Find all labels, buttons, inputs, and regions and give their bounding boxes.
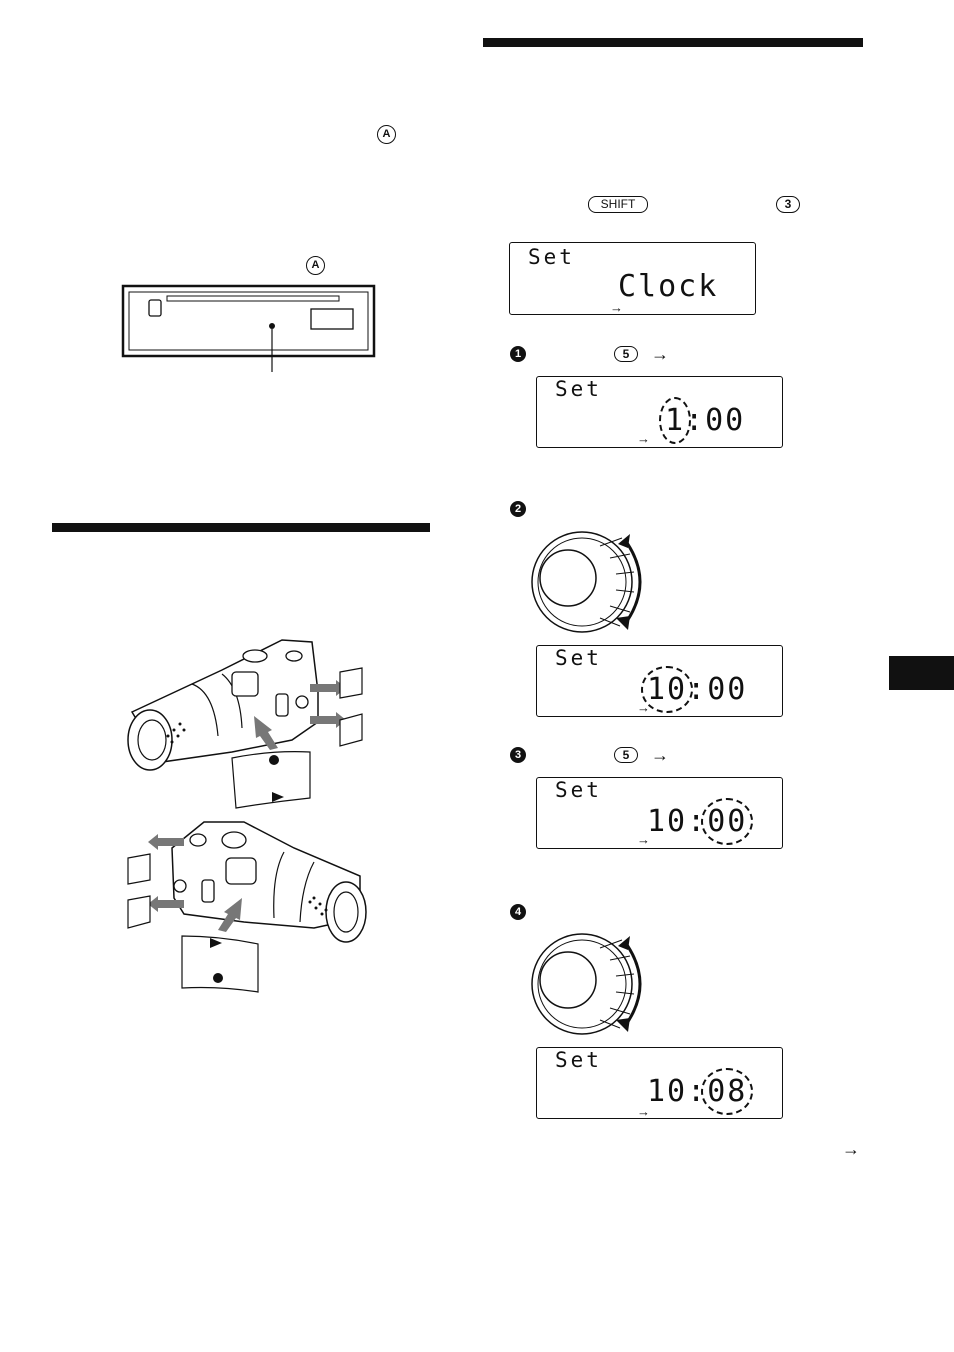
- blinking-minutes: 08: [701, 1068, 754, 1115]
- lcd-top-text: Set: [555, 778, 602, 802]
- step-3-number: 3: [510, 747, 526, 763]
- blinking-hour: 1: [659, 397, 692, 444]
- marker-a-icon: A: [306, 256, 325, 275]
- hour: 10: [647, 804, 688, 839]
- blinking-minutes: 00: [701, 798, 754, 845]
- time-separator: :: [687, 804, 708, 839]
- lcd-display-step-1: Set 1:00 →: [536, 376, 783, 448]
- shift-key: SHIFT: [588, 196, 648, 213]
- arrow-icon: →: [651, 344, 669, 364]
- lcd-display-step-4: Set 10:08 →: [536, 1047, 783, 1119]
- lcd-arrow-icon: →: [637, 832, 650, 847]
- key-3: 3: [776, 196, 800, 213]
- lcd-time: 10:00: [647, 798, 754, 845]
- key-5-step-3: 5: [614, 747, 638, 763]
- lcd-display-step-2: Set 10:00 →: [536, 645, 783, 717]
- time-separator: :: [687, 1074, 708, 1109]
- step-2-number: 2: [510, 501, 526, 517]
- lcd-top-text: Set: [555, 1048, 602, 1072]
- rotary-knob-illustration: [531, 531, 642, 633]
- continue-arrow-icon: →: [842, 1139, 860, 1159]
- lcd-time: 10:08: [647, 1068, 754, 1115]
- key-5-step-1: 5: [614, 346, 638, 362]
- time-separator: :: [687, 672, 708, 707]
- step-1-number: 1: [510, 346, 526, 362]
- hour: 10: [647, 1074, 688, 1109]
- minutes: 00: [707, 672, 748, 707]
- arrow-icon: →: [651, 745, 669, 765]
- lcd-display-step-3: Set 10:00 →: [536, 777, 783, 849]
- side-tab-marker: [889, 656, 954, 690]
- lcd-top-text: Set: [555, 377, 602, 401]
- lcd-arrow-icon: →: [637, 700, 650, 715]
- section-rule-right: [483, 38, 863, 47]
- lcd-top-text: Set: [528, 245, 575, 269]
- rotary-knob-illustration: [531, 933, 642, 1035]
- blinking-hour: 10: [641, 666, 694, 713]
- lcd-arrow-icon: →: [637, 1104, 650, 1119]
- lcd-display-initial: Set Clock →: [509, 242, 756, 315]
- lcd-main-text: Clock: [618, 269, 719, 304]
- rotary-commander-illustration-top: [127, 639, 363, 809]
- front-panel-illustration: [121, 284, 376, 372]
- lcd-top-text: Set: [555, 646, 602, 670]
- minutes: 00: [705, 403, 746, 438]
- marker-a-icon: A: [377, 125, 396, 144]
- lcd-arrow-icon: →: [610, 300, 623, 315]
- lcd-time: 1:00: [659, 397, 746, 444]
- rotary-commander-illustration-bottom: [127, 821, 367, 993]
- section-rule-left: [52, 523, 430, 532]
- step-4-number: 4: [510, 904, 526, 920]
- lcd-time: 10:00: [641, 666, 748, 713]
- lcd-arrow-icon: →: [637, 431, 650, 446]
